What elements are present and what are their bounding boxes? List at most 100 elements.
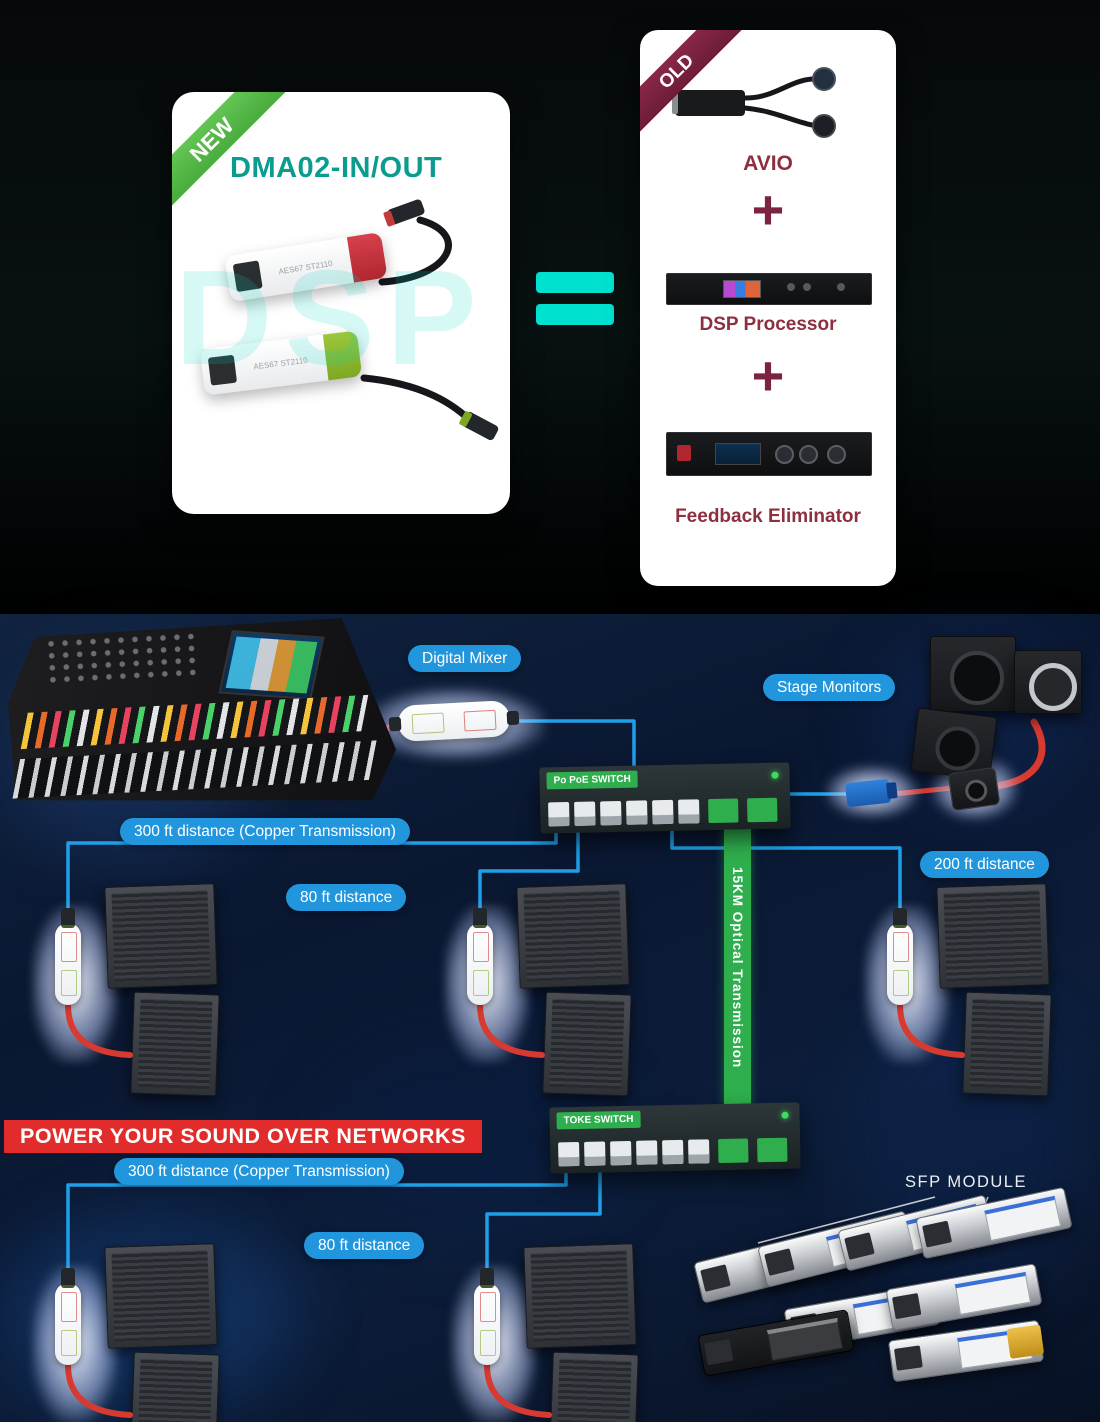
- mixer-screen-content: [225, 636, 318, 694]
- dma-adapter: [474, 1268, 500, 1365]
- ethernet-port-icon: [232, 260, 263, 293]
- ethernet-port: [558, 1142, 580, 1167]
- new-product-card: NEW DMA02-IN/OUT AES67 ST2110 AES67 ST21…: [172, 92, 510, 514]
- plus-sign-1: +: [751, 178, 785, 241]
- adapter-mark-red: [61, 1292, 77, 1322]
- xlr-ring-green: [459, 411, 472, 427]
- power-your-sound-banner: POWER YOUR SOUND OVER NETWORKS: [4, 1120, 482, 1153]
- sfp-uplink-port: [718, 1138, 749, 1164]
- ethernet-port: [626, 800, 648, 825]
- xlr-connector-top: [387, 199, 425, 225]
- rj45-plug: [844, 778, 898, 808]
- feedback-eliminator-image: [666, 432, 872, 476]
- xlr-socket-icon: [775, 445, 794, 464]
- ethernet-port: [652, 799, 674, 825]
- subwoofer: [930, 636, 1016, 712]
- rack-screen: [723, 280, 761, 298]
- dma-adapter: [55, 1268, 81, 1365]
- sfp-slot: [844, 1232, 875, 1260]
- cable-top: [378, 216, 452, 286]
- adapter-mark-green: [411, 712, 445, 735]
- ethernet-port: [584, 1141, 606, 1166]
- mixer-screen: [218, 630, 326, 701]
- product-title: DMA02-IN/OUT: [230, 152, 443, 184]
- sfp-slot: [764, 1248, 795, 1276]
- ethernet-port: [688, 1139, 710, 1164]
- xlr-socket-icon: [799, 445, 818, 464]
- optical-transmission-banner: 15KM Optical Transmission: [724, 829, 751, 1107]
- cable-plug: [480, 1268, 494, 1288]
- sfp-module-label: SFP MODULE: [905, 1173, 1027, 1191]
- xlr-ring-red: [383, 210, 396, 227]
- device-stripe-green: [322, 330, 363, 381]
- optical-transmission-label: 15KM Optical Transmission: [730, 867, 745, 1069]
- adapter-mark-red: [473, 932, 489, 962]
- poe-switch-label: Po PoE SWITCH: [546, 770, 639, 790]
- xlr-ring: [963, 778, 989, 804]
- cable-plug: [473, 908, 487, 928]
- digital-mixer-label: Digital Mixer: [408, 645, 522, 672]
- sfp-slot: [700, 1264, 731, 1292]
- sfp-label-tag: [766, 1317, 843, 1361]
- distance-300ft-top-label: 300 ft distance (Copper Transmission): [120, 818, 410, 845]
- rj45-tip: [886, 782, 898, 799]
- ethernet-port: [610, 1140, 632, 1166]
- old-solution-card: OLD AVIO + DSP Processor +: [640, 30, 896, 586]
- dma-adapter: [55, 908, 81, 1005]
- distance-80ft-top-label: 80 ft distance: [286, 884, 407, 911]
- adapter-mark-green: [61, 1330, 77, 1356]
- digital-mixer-image: [8, 618, 396, 806]
- device-cables-image: [360, 199, 499, 441]
- sfp-slot: [894, 1345, 923, 1371]
- cable-stub: [388, 716, 402, 732]
- sfp-label-tag: [954, 1271, 1031, 1315]
- monitor-speaker: [1014, 650, 1082, 714]
- speaker-cluster-middle: [444, 883, 650, 1120]
- sfp-module: [885, 1263, 1043, 1331]
- device-label: AES67 ST2110: [277, 258, 334, 276]
- sfp-module-black: [697, 1309, 855, 1377]
- poe-switch: Po PoE SWITCH: [539, 762, 791, 834]
- rack-knob: [803, 283, 811, 291]
- rack-logo: [677, 445, 691, 461]
- avio-label: AVIO: [743, 152, 793, 175]
- adapter-mark-red: [463, 709, 497, 732]
- ethernet-port: [678, 799, 700, 824]
- red-cable: [477, 1002, 545, 1058]
- speaker-cone: [950, 651, 1004, 705]
- distance-80ft-bottom-label: 80 ft distance: [304, 1232, 425, 1259]
- dsp-processor-label: DSP Processor: [699, 314, 837, 335]
- device-label: AES67 ST2110: [252, 355, 309, 371]
- speaker-cluster-left: [32, 883, 238, 1120]
- adapter-mark-green: [480, 1330, 496, 1356]
- cable-plug: [61, 1268, 75, 1288]
- sfp-uplink-port: [747, 797, 778, 823]
- avio-connector-1: [812, 67, 836, 91]
- stage-monitors-label: Stage Monitors: [763, 674, 896, 701]
- adapter-mark-green: [61, 970, 77, 996]
- rack-knob: [837, 283, 845, 291]
- avio-cable-2: [742, 105, 815, 128]
- distance-300ft-bottom-label: 300 ft distance (Copper Transmission): [114, 1158, 404, 1185]
- red-cable: [897, 1002, 965, 1058]
- red-cable: [484, 1362, 552, 1418]
- sfp-uplink-port: [757, 1137, 788, 1163]
- rj45-copper-end: [1006, 1324, 1045, 1359]
- distance-200ft-label: 200 ft distance: [920, 851, 1049, 878]
- switch-ports: [548, 797, 778, 827]
- speaker-cluster-bottom-left: [32, 1243, 238, 1422]
- sfp-uplink-port: [708, 798, 739, 824]
- mixer-knobs: [45, 630, 204, 688]
- adapter-mark-green: [473, 970, 489, 996]
- feedback-eliminator-label: Feedback Eliminator: [675, 506, 861, 527]
- equals-sign-bottom-bar: [536, 304, 614, 325]
- dma-adapter: [887, 908, 913, 1005]
- plus-sign-2: +: [751, 344, 785, 407]
- device-stripe-red: [346, 231, 388, 283]
- stage-monitors-image: [910, 628, 1097, 783]
- adapter-mark-green: [893, 970, 909, 996]
- sfp-slot: [922, 1220, 953, 1248]
- speaker-cone: [932, 723, 982, 773]
- rack-knob: [787, 283, 795, 291]
- xlr-socket-icon: [827, 445, 846, 464]
